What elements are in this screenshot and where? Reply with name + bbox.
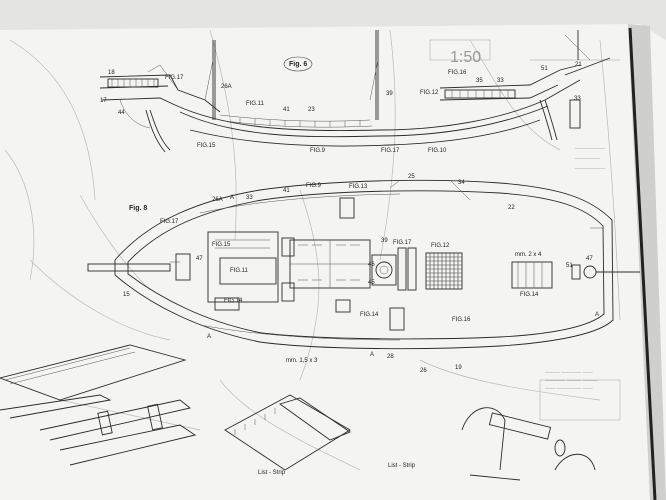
fig8-title: Fig. 8 bbox=[129, 205, 148, 212]
svg-text:———— ——— ———: ———— ——— ——— bbox=[545, 378, 598, 384]
plan-label-fig13: FIG.13 bbox=[349, 184, 368, 190]
bowsprit bbox=[87, 263, 171, 272]
fig6-title: Fig. 6 bbox=[289, 61, 308, 68]
side-label-fig9: FIG.9 bbox=[310, 148, 326, 154]
plan-label-34: 34 bbox=[458, 180, 465, 186]
plan-label-39: 39 bbox=[381, 238, 388, 244]
plan-label-a2: A bbox=[207, 334, 212, 340]
side-label-51: 51 bbox=[541, 66, 548, 72]
plan-label-51: 51 bbox=[566, 263, 573, 269]
paper-dark-edge bbox=[628, 27, 657, 500]
side-label-23: 23 bbox=[308, 107, 315, 113]
plan-label-fig9: FIG.9 bbox=[306, 183, 322, 189]
side-label-fig15: FIG.15 bbox=[197, 143, 216, 149]
side-elevation bbox=[99, 30, 611, 153]
plan-label-fig15: FIG.15 bbox=[212, 242, 231, 248]
side-label-17: 17 bbox=[100, 98, 107, 104]
plan-label-19: 19 bbox=[455, 365, 462, 371]
svg-text:—— ————— ——: —— ————— —— bbox=[545, 386, 593, 392]
side-label-44: 44 bbox=[118, 110, 125, 116]
plan-label-26a: 26A bbox=[212, 197, 223, 203]
plan-label-25: 25 bbox=[408, 174, 415, 180]
side-label-fig12: FIG.12 bbox=[420, 90, 439, 96]
hull-outline bbox=[114, 179, 614, 350]
plan-label-47: 47 bbox=[196, 256, 203, 262]
plan-label-fig16: FIG.16 bbox=[452, 317, 471, 323]
side-label-39: 39 bbox=[386, 91, 393, 97]
plan-label-46: 46 bbox=[368, 262, 375, 268]
svg-text:——————: —————— bbox=[575, 166, 605, 172]
side-label-fig17b: FIG.17 bbox=[381, 148, 400, 154]
strip-label-2: List - Strip bbox=[388, 463, 416, 469]
svg-text:—————: ————— bbox=[575, 156, 600, 162]
plan-label-mm2: mm. 1,5 x 3 bbox=[286, 358, 318, 364]
side-label-fig16: FIG.16 bbox=[448, 70, 467, 76]
plan-label-a4: A bbox=[595, 312, 600, 318]
plan-label-fig17b: FIG.17 bbox=[393, 240, 412, 246]
faint-text-blocks: ——— ———— —— ———— ——— ——— —— ————— —— ———… bbox=[545, 146, 605, 392]
plan-label-fig12: FIG.12 bbox=[431, 243, 450, 249]
plan-label-47b: 47 bbox=[586, 256, 593, 262]
plan-label-22: 22 bbox=[508, 205, 515, 211]
plan-label-mm: mm. 2 x 4 bbox=[515, 252, 542, 258]
plan-label-fig14c: FIG.14 bbox=[360, 312, 379, 318]
plan-label-33: 33 bbox=[246, 195, 253, 201]
paper-sheet bbox=[0, 24, 666, 500]
comb-strip bbox=[224, 394, 351, 471]
side-label-21: 21 bbox=[575, 62, 582, 68]
plan-label-41: 41 bbox=[283, 188, 290, 194]
side-label-35: 35 bbox=[476, 78, 483, 84]
strip-label-1: List - Strip bbox=[258, 470, 286, 476]
plan-label-fig14: FIG.14 bbox=[224, 298, 243, 304]
plan-label-28: 28 bbox=[387, 354, 394, 360]
deck-panel bbox=[0, 344, 187, 401]
plan-label-a3: A bbox=[370, 352, 375, 358]
plan-label-fig14b: FIG.14 bbox=[520, 292, 539, 298]
plan-label-15: 15 bbox=[123, 292, 130, 298]
side-label-18: 18 bbox=[108, 70, 115, 76]
side-label-26a: 26A bbox=[221, 84, 232, 90]
side-label-fig17: FIG.17 bbox=[165, 75, 184, 81]
side-label-41: 41 bbox=[283, 107, 290, 113]
plan-label-fig11: FIG.11 bbox=[230, 268, 248, 274]
lower-parts bbox=[0, 344, 596, 481]
plan-label-a1: A bbox=[230, 195, 235, 201]
svg-text:——— ———— ——: ——— ———— —— bbox=[545, 370, 593, 376]
plan-view bbox=[87, 179, 640, 350]
side-label-33b: 33 bbox=[574, 96, 581, 102]
grating-hatch bbox=[425, 252, 463, 290]
svg-text:——————: —————— bbox=[575, 146, 605, 152]
side-label-fig10: FIG.10 bbox=[428, 148, 447, 154]
plan-label-26: 26 bbox=[420, 368, 427, 374]
side-label-33: 33 bbox=[497, 78, 504, 84]
plan-label-fig17: FIG.17 bbox=[160, 219, 179, 225]
plan-label-45: 45 bbox=[368, 280, 375, 286]
scale-label: 1:50 bbox=[450, 49, 482, 66]
side-label-fig11: FIG.11 bbox=[246, 101, 264, 107]
